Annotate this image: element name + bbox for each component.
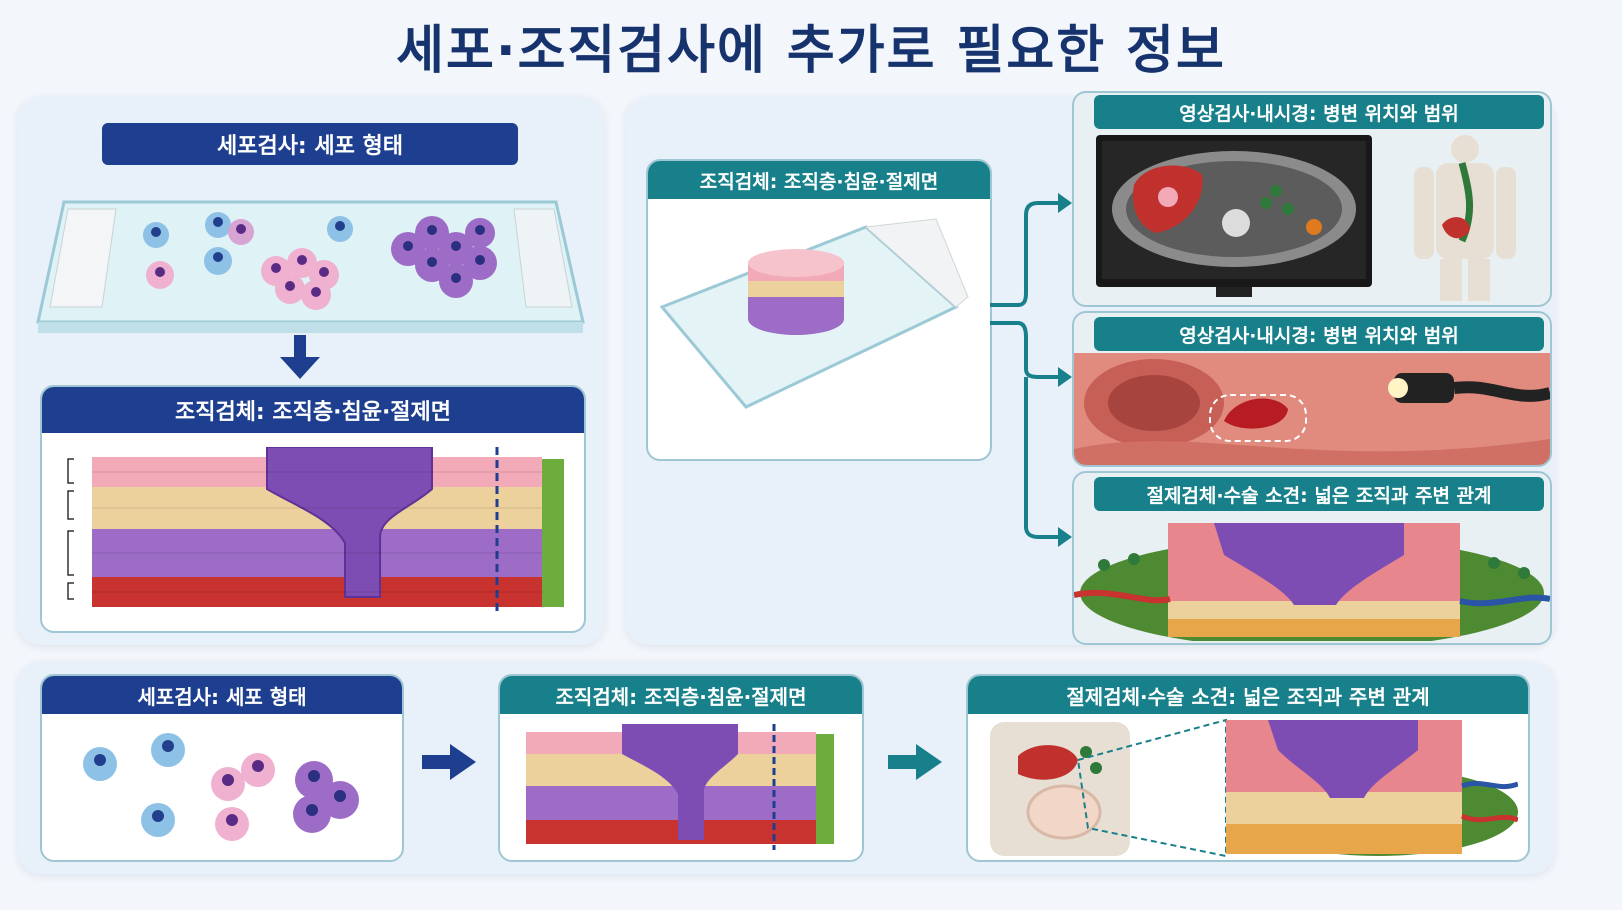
lesion bbox=[1158, 187, 1178, 207]
pink-cell-cluster bbox=[146, 248, 339, 310]
endoscopy-scene bbox=[1074, 353, 1550, 465]
imaging-card-endoscopy: 영상검사·내시경: 병변 위치와 범위 bbox=[1072, 311, 1552, 467]
resection-specimen-top bbox=[1074, 523, 1550, 641]
right-arrow-icon-1 bbox=[422, 744, 476, 780]
blue-cell-cluster bbox=[143, 212, 353, 275]
purple-layer bbox=[92, 529, 542, 577]
imaging-label-endoscopy: 영상검사·내시경: 병변 위치와 범위 bbox=[1094, 317, 1544, 351]
ct-monitor bbox=[1096, 135, 1372, 297]
bottom-panel: 세포검사: 세포 형태 조직검체: 조직층·침윤·절제면 bbox=[18, 662, 1554, 874]
biopsy-label-bottom: 조직검체: 조직층·침윤·절제면 bbox=[500, 676, 862, 714]
cytology-card-bottom: 세포검사: 세포 형태 bbox=[40, 674, 404, 862]
resection-card-bottom: 절제검체·수술 소견: 넓은 조직과 주변 관계 bbox=[966, 674, 1530, 862]
down-arrow-icon bbox=[280, 335, 320, 379]
top-left-panel: 세포검사: 세포 형태 bbox=[18, 97, 604, 645]
purple-cell-cluster bbox=[391, 216, 497, 298]
red-layer bbox=[92, 577, 542, 607]
resection-label-top: 절제검체·수술 소견: 넓은 조직과 주변 관계 bbox=[1094, 477, 1544, 511]
cytology-label-bottom: 세포검사: 세포 형태 bbox=[42, 676, 402, 714]
imaging-card-ct: 영상검사·내시경: 병변 위치와 범위 bbox=[1072, 91, 1552, 307]
page-title: 세포·조직검사에 추가로 필요한 정보 bbox=[396, 21, 1226, 81]
lesion bbox=[1224, 398, 1288, 429]
liver-icon bbox=[1018, 745, 1078, 780]
tissue-on-slide bbox=[659, 218, 969, 409]
green-margin bbox=[542, 459, 564, 607]
biopsy-label-right: 조직검체: 조직층·침윤·절제면 bbox=[648, 161, 990, 199]
glass-slide-with-cells bbox=[36, 200, 585, 333]
resection-card-top: 절제검체·수술 소견: 넓은 조직과 주변 관계 bbox=[1072, 471, 1552, 645]
tissue-layers-bottom bbox=[526, 724, 834, 850]
tissue-layers-block bbox=[67, 447, 564, 615]
biopsy-slide-card: 조직검체: 조직층·침윤·절제면 bbox=[646, 159, 992, 461]
lesion-outline bbox=[1209, 394, 1307, 442]
layer-brackets bbox=[67, 458, 74, 600]
body-and-specimen-bottom bbox=[990, 718, 1518, 858]
biopsy-label: 조직검체: 조직층·침윤·절제면 bbox=[42, 387, 584, 433]
right-arrow-icon-2 bbox=[888, 744, 942, 780]
biopsy-card-top: 조직검체: 조직층·침윤·절제면 bbox=[40, 385, 586, 633]
cytology-label: 세포검사: 세포 형태 bbox=[102, 123, 518, 165]
branch-arrows bbox=[990, 193, 1072, 547]
resection-label-bottom: 절제검체·수술 소견: 넓은 조직과 주변 관계 bbox=[968, 676, 1528, 714]
top-right-panel: 조직검체: 조직층·침윤·절제면 영상검사·내시경: 병변 위치와 범위 bbox=[626, 91, 1554, 645]
tumor bbox=[266, 447, 433, 598]
endoscope-icon bbox=[1394, 373, 1454, 403]
biopsy-card-bottom: 조직검체: 조직층·침윤·절제면 bbox=[498, 674, 864, 862]
imaging-label-ct: 영상검사·내시경: 병변 위치와 범위 bbox=[1094, 95, 1544, 129]
cells-bottom bbox=[83, 733, 359, 841]
body-figure-icon bbox=[1414, 135, 1516, 301]
